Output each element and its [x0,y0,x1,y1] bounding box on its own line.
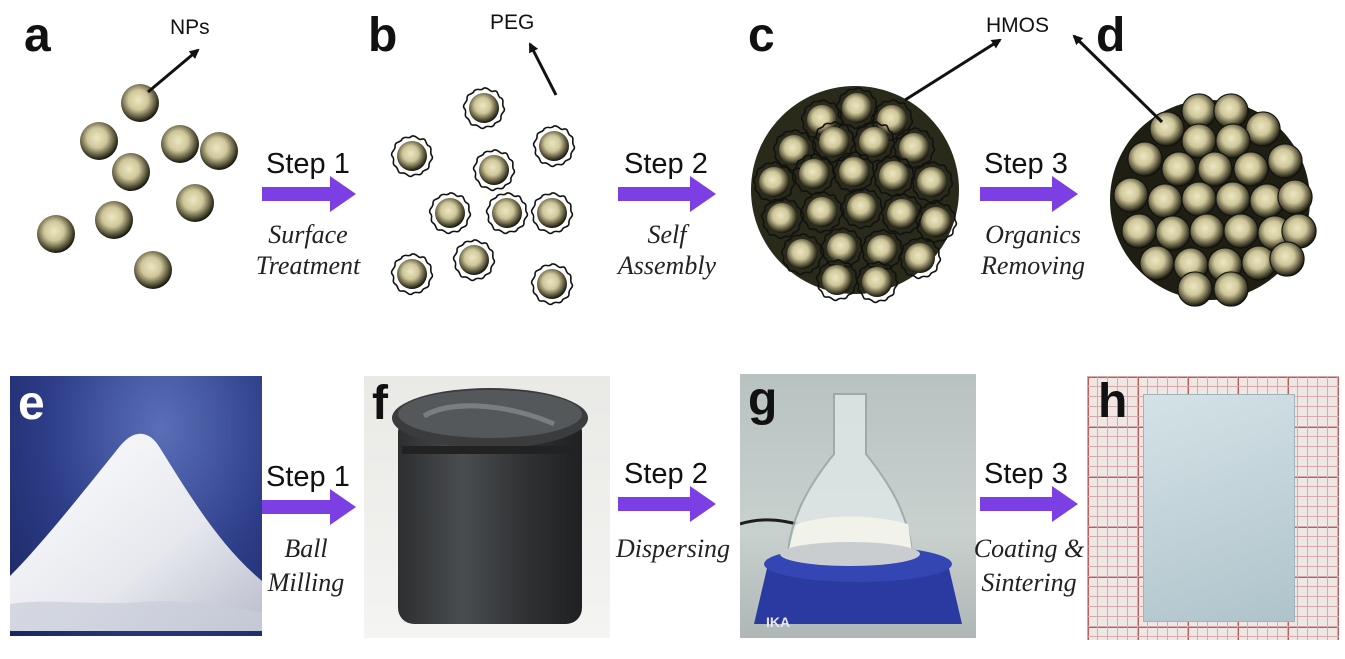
nanoparticle [200,132,238,170]
stirrer-brand-label: IKA [766,614,791,630]
hmos-pointer-arrow-right [1072,34,1164,124]
step-3-desc-line1: Organics [985,220,1081,249]
nanoparticle [161,125,199,163]
step-3-desc-line1-bottom: Coating & [973,534,1085,563]
step-1-arrow-bottom [262,489,356,525]
peg-coated-particle [462,87,506,130]
peg-coated-particle [390,135,434,178]
nanoparticle [95,201,133,239]
step-1-title-bottom: Step 1 [266,461,350,493]
nanoparticle [134,251,172,289]
panel-label-c: c [748,9,775,62]
step-3-title-bottom: Step 3 [984,458,1068,490]
panel-label-h: h [1098,375,1128,428]
peg-coated-particle [532,125,576,168]
step-1-desc-line2: Treatment [255,251,361,280]
step-3-arrow-bottom [980,486,1078,522]
step-2-desc-line1: Self [647,220,687,249]
photo-coated-film [1087,376,1339,640]
peg-coated-particle [530,263,574,306]
step-3-title: Step 3 [984,148,1068,180]
peg-coated-particle [530,192,574,235]
step-3-desc-line2-bottom: Sintering [981,568,1077,597]
callout-hmos: HMOS [986,14,1049,37]
callout-nps: NPs [170,16,210,39]
photo-ball-mill-jar [364,376,610,638]
nanoparticles-group [37,84,238,289]
step-1-desc-line1-bottom: Ball [284,534,328,563]
assembled-cluster-group [751,86,959,304]
coated-film-sample [1143,394,1295,622]
nanoparticle [37,215,75,253]
photo-powder [10,376,262,636]
step-1-desc-line2-bottom: Milling [267,568,345,597]
nanoparticle [112,153,150,191]
panel-label-a: a [24,9,51,62]
peg-pointer-arrow [528,42,558,96]
panel-label-e: e [18,377,45,430]
panel-label-g: g [748,373,778,426]
step-2-title: Step 2 [624,148,708,180]
step-2-desc-line2: Assembly [617,251,717,280]
jar-illustration [392,388,588,624]
step-3-arrow [980,176,1078,212]
photo-stirrer-flask [740,374,976,638]
stirrer-illustration [740,393,962,624]
step-2-desc-line1-bottom: Dispersing [615,534,731,563]
step-2-arrow [618,176,716,212]
callout-peg: PEG [490,11,535,34]
step-1-desc-line1: Surface [268,220,348,249]
step-arrows-bottom [262,486,1078,525]
nanoparticle [80,122,118,160]
peg-coated-particle [485,192,529,235]
peg-coated-particles-group [390,87,576,306]
step-3-desc-line2: Removing [981,251,1085,280]
nps-pointer-arrow [147,48,200,94]
peg-coated-particle [452,239,496,282]
hmos-pointer-arrow-left [904,38,1002,102]
step-arrows-top [262,176,1078,212]
peg-coated-particle [472,149,516,192]
nanoparticle [121,84,159,122]
step-2-arrow-bottom [618,486,716,522]
panel-label-d: d [1096,9,1126,62]
peg-coated-particle [390,253,434,296]
step-2-title-bottom: Step 2 [624,458,708,490]
nanoparticle [176,184,214,222]
hmos-sphere-group [1110,93,1317,307]
panel-label-b: b [368,9,398,62]
powder-pile [10,433,262,631]
step-1-title: Step 1 [266,148,350,180]
panel-label-f: f [372,377,388,430]
peg-coated-particle [428,192,472,235]
step-1-arrow [262,176,356,212]
